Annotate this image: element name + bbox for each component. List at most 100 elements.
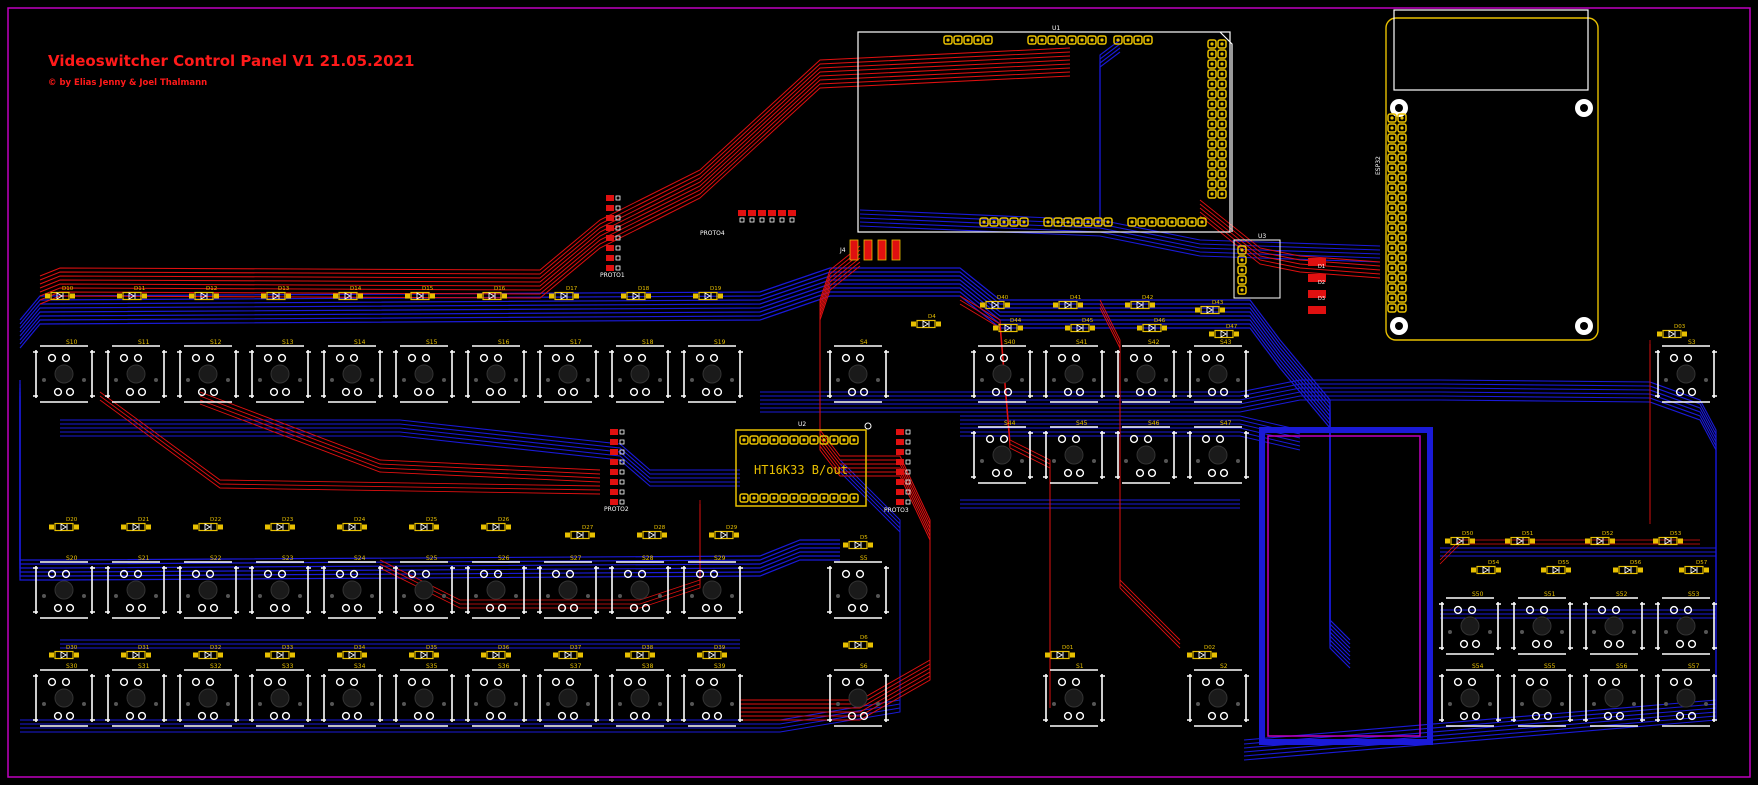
diode-d13: D13 [261,286,291,301]
diode-label: D31 [138,645,149,651]
pad-hole [1220,62,1224,66]
diode-label: D19 [710,286,722,292]
pad [1207,99,1217,109]
pad [809,493,819,503]
connector-label: PROTO3 [884,507,909,514]
pad [1387,123,1397,133]
resistor-label: D2 [1318,280,1325,286]
pad-hole [1390,256,1394,260]
diode-d27: D27 [565,525,595,540]
switch-label: S26 [498,555,510,562]
pad [789,435,799,445]
trace [99,391,601,487]
u2-chip: U2 [735,421,872,507]
switch-label: S39 [714,663,726,670]
trace [99,399,601,495]
switch-label: S38 [642,663,654,670]
switch-s36: S36 [465,663,527,727]
pad-hole [1056,220,1060,224]
pad [1217,139,1227,149]
diode-label: D26 [498,517,510,523]
pad [973,35,983,45]
pad-hole [1390,266,1394,270]
pad [1397,183,1407,193]
pad [799,493,809,503]
switch-s4: S4 [827,339,889,403]
diode-label: D33 [282,645,294,651]
pad-hole [1400,266,1404,270]
pad-hole [1146,38,1150,42]
pad [1197,217,1207,227]
pad-hole [1080,38,1084,42]
switch-s31: S31 [105,663,167,727]
switch-s21: S21 [105,555,167,619]
pad-hole [1030,38,1034,42]
pad-hole [1390,276,1394,280]
pad [1387,253,1397,263]
diode-d47: D47 [1209,324,1239,339]
diode-d32: D32 [193,645,223,660]
diode-label: D39 [714,645,726,651]
pad [1217,129,1227,139]
pad-hole [1220,42,1224,46]
switch-label: S37 [570,663,582,670]
pad [1037,35,1047,45]
trace [199,399,601,479]
esp32-module [1385,9,1599,341]
diode-d4: D4 [911,314,941,329]
switch-label: S22 [210,555,222,562]
pad-hole [1210,72,1214,76]
diode-d44: D44 [993,318,1023,333]
pad-hole [1220,72,1224,76]
trace [960,427,1301,443]
switch-s51: S51 [1511,591,1573,655]
switch-s3: S3 [1655,339,1717,403]
diode-d54: D54 [1471,560,1501,575]
pad [1097,35,1107,45]
pad-hole [1220,132,1224,136]
pad [1387,243,1397,253]
pad-hole [782,496,786,500]
pad [1207,89,1217,99]
pad [1217,179,1227,189]
trace [740,253,931,709]
pad [1387,133,1397,143]
pad [1043,217,1053,227]
pad-hole [992,220,996,224]
pad [1047,35,1057,45]
pad-hole [742,438,746,442]
pad-hole [762,496,766,500]
diode-d19: D19 [693,286,723,301]
pad [999,217,1009,227]
switch-s24: S24 [321,555,383,619]
switch-label: S11 [138,339,150,346]
pad [1397,133,1407,143]
diode-d03: D03 [1657,324,1687,339]
pad-hole [1210,142,1214,146]
pad [1217,99,1227,109]
pad [849,435,859,445]
trace [39,51,1071,281]
pad [1387,143,1397,153]
switch-label: S23 [282,555,294,562]
diode-d29: D29 [709,525,739,540]
pad-hole [1220,162,1224,166]
pad [769,493,779,503]
pad [839,435,849,445]
trace [740,265,931,721]
switch-label: S54 [1472,663,1484,670]
pad-hole [1240,288,1244,292]
pad [979,217,989,227]
pad-hole [1400,256,1404,260]
switch-label: S28 [642,555,654,562]
switch-label: S16 [498,339,510,346]
pad [1207,69,1217,79]
diode-label: D18 [638,286,650,292]
pad [1397,173,1407,183]
switch-s29: S29 [681,555,743,619]
diode-label: D6 [860,635,868,641]
switch-label: S40 [1004,339,1016,346]
diode-label: D42 [1142,295,1153,301]
ht16k33-chip-label: HT16K33 B/out [754,463,848,477]
pad [1207,129,1217,139]
